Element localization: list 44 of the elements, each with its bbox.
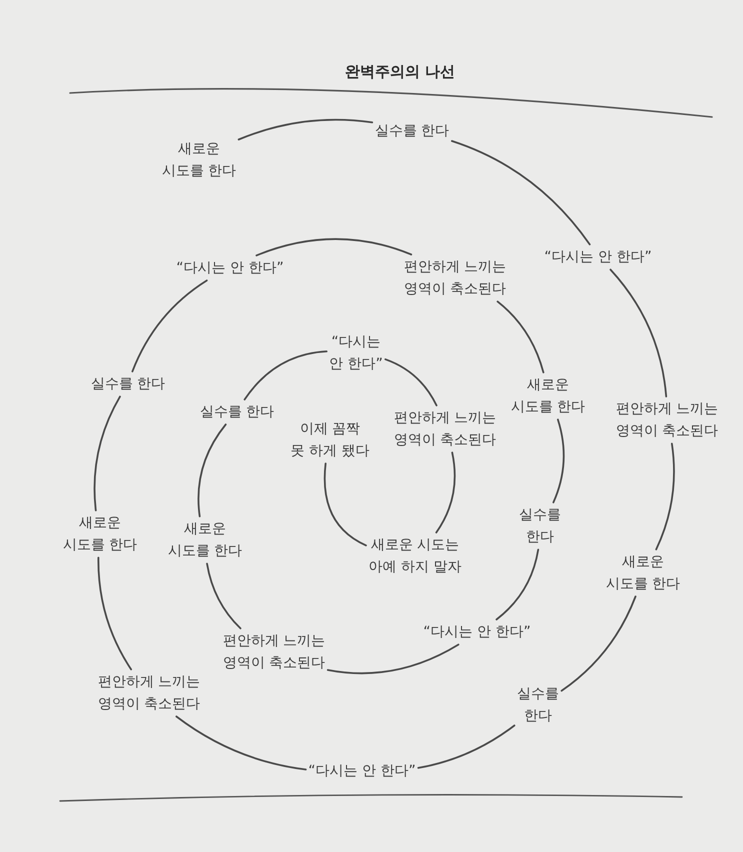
spiral-arc — [244, 350, 328, 400]
step-label: 새로운 시도를 한다 — [160, 137, 238, 183]
spiral-arc — [552, 418, 565, 504]
spiral-arc — [238, 118, 374, 140]
spiral-arc — [94, 396, 121, 512]
step-label: 새로운 시도를 한다 — [604, 550, 682, 596]
spiral-arc — [98, 556, 132, 670]
step-label: 편안하게 느끼는 영역이 축소된다 — [614, 397, 720, 443]
step-label: 실수를 한다 — [517, 503, 563, 549]
step-label: 새로운 시도를 한다 — [166, 517, 244, 563]
spiral-arc — [324, 462, 367, 546]
spiral-arc — [435, 452, 456, 534]
step-label: 새로운 시도를 한다 — [508, 373, 588, 419]
step-label: “다시는 안 한다” — [421, 620, 533, 644]
spiral-arc — [560, 596, 636, 692]
step-label: 이제 꼼짝 못 하게 됐다 — [288, 417, 372, 463]
diagram-title: 완벽주의의 나선 — [344, 62, 456, 82]
spiral-arc — [610, 268, 668, 398]
spiral-arc — [655, 442, 675, 550]
step-label: 편안하게 느끼는 영역이 축소된다 — [220, 629, 328, 675]
spiral-arc — [176, 716, 307, 770]
step-label: 실수를 한다 — [88, 372, 168, 396]
step-label: “다시는 안 한다” — [327, 330, 385, 376]
step-label: 새로운 시도는 아예 하지 말자 — [366, 533, 464, 579]
step-label: 편안하게 느끼는 영역이 축소된다 — [96, 670, 202, 716]
spiral-arc — [198, 424, 227, 518]
step-label: “다시는 안 한다” — [174, 256, 286, 280]
spiral-arc — [496, 300, 544, 374]
spiral-arc — [384, 358, 438, 406]
spiral-arc — [326, 644, 460, 674]
spiral-arc — [417, 724, 516, 769]
step-label: 실수를 한다 — [515, 682, 561, 728]
step-label: 실수를 한다 — [198, 400, 276, 424]
spiral-arc — [451, 140, 591, 246]
step-label: “다시는 안 한다” — [306, 759, 418, 783]
spiral-arc — [206, 562, 242, 630]
spiral-arc — [256, 238, 412, 256]
spiral-arc — [132, 280, 208, 372]
step-label: 새로운 시도를 한다 — [60, 511, 140, 557]
step-label: 편안하게 느끼는 영역이 축소된다 — [392, 406, 498, 452]
step-label: 실수를 한다 — [372, 119, 452, 143]
step-label: “다시는 안 한다” — [542, 245, 654, 269]
step-label: 편안하게 느끼는 영역이 축소된다 — [402, 255, 508, 301]
spiral-arc — [496, 548, 540, 620]
